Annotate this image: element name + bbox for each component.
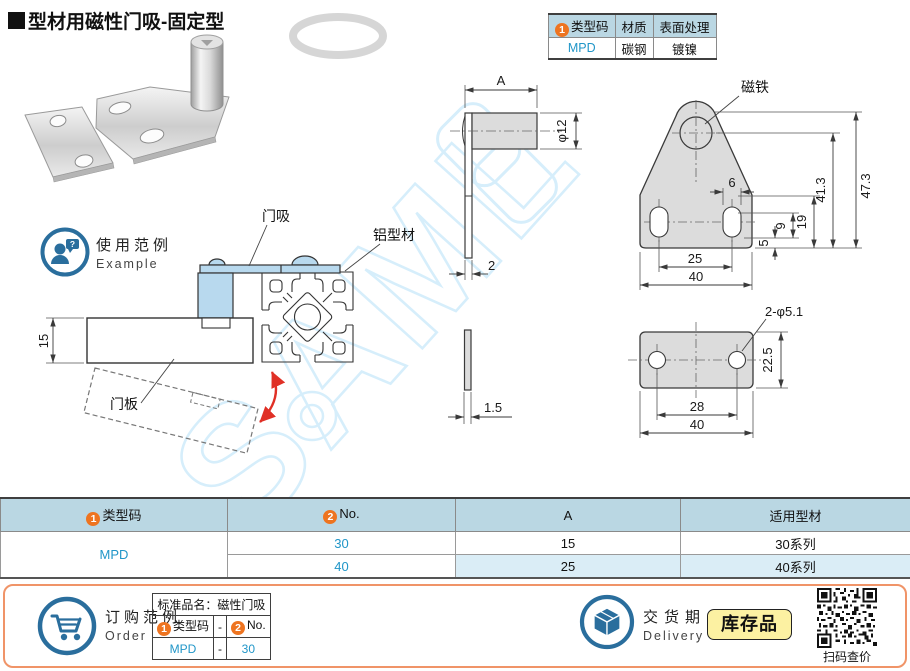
cell-no: 30 <box>227 531 456 555</box>
badge-1-icon: 1 <box>555 22 569 37</box>
example-label-en: Example <box>96 257 159 271</box>
spec-header-material: 材质 <box>614 13 654 38</box>
dim-28: 28 <box>690 399 704 414</box>
cell-type-code: MPD <box>0 531 228 579</box>
dim-25: 25 <box>688 251 702 266</box>
spec-header-surface: 表面处理 <box>652 13 717 38</box>
product-photo <box>24 34 230 183</box>
cell-profile: 30系列 <box>680 531 910 555</box>
order-cart-icon <box>36 595 98 662</box>
order-val-no: 30 <box>226 637 271 660</box>
counter-plate-drawing: 2-φ5.1 22.5 28 40 <box>628 304 803 438</box>
watermark-swirl <box>286 390 338 442</box>
qr-code <box>816 588 878 653</box>
label-door-catch: 门吸 <box>262 208 290 224</box>
table-row: MPD 30 15 30系列 <box>0 531 910 579</box>
order-dash: - <box>213 615 228 638</box>
title-square-marker <box>8 12 25 29</box>
delivery-label-cn: 交货期 <box>643 609 707 626</box>
dim-47-3: 47.3 <box>858 173 873 198</box>
thin-plate-side-view: 1.5 <box>448 329 512 424</box>
col-header-a: A <box>455 497 681 532</box>
stock-item-badge: 库存品 <box>707 609 792 640</box>
spec-value-surface: 镀镍 <box>652 37 717 60</box>
cell-no: 40 <box>227 554 456 579</box>
svg-text:?: ? <box>70 239 75 249</box>
delivery-label-en: Delivery <box>643 629 705 643</box>
catch-plate-on-door <box>201 317 231 329</box>
order-val-type: MPD <box>151 637 215 660</box>
dim-plate-1-5: 1.5 <box>484 400 502 415</box>
col-header-profile: 适用型材 <box>680 497 910 532</box>
order-label-en: Order <box>105 629 147 643</box>
usage-example-drawing: 门吸 铝型材 门板 15 <box>36 208 415 455</box>
dim-door-thickness: 15 <box>36 334 51 348</box>
dim-slot-width: 6 <box>728 175 735 190</box>
label-hole-callout: 2-φ5.1 <box>765 304 803 319</box>
order-dash: - <box>213 637 228 660</box>
dim-41-3: 41.3 <box>813 177 828 202</box>
door-catch-side-view <box>197 255 341 319</box>
dim-9: 9 <box>773 222 788 229</box>
spec-value-material: 碳钢 <box>614 37 654 60</box>
cell-a: 15 <box>455 531 681 555</box>
dim-plate-2: 2 <box>488 258 495 273</box>
qr-caption: 扫码查价 <box>822 650 871 664</box>
spec-value-type: MPD <box>548 37 616 60</box>
label-profile: 铝型材 <box>373 227 415 243</box>
example-label-cn: 使用范例 <box>96 237 173 254</box>
badge-1-icon: 1 <box>86 511 101 526</box>
dim-5: 5 <box>756 239 771 246</box>
front-view-drawing: 磁铁 6 41.3 47.3 19 9 <box>639 79 873 290</box>
dim-40-plate: 40 <box>690 417 704 432</box>
photo-magnet-cylinder <box>190 42 224 112</box>
badge-1-icon: 1 <box>157 622 171 636</box>
order-table-title: 标准品名：磁性门吸 <box>152 593 271 616</box>
cell-a: 25 <box>455 554 681 579</box>
dim-22-5: 22.5 <box>760 347 775 372</box>
badge-2-icon: 2 <box>231 621 246 635</box>
watermark-ellipse <box>289 13 387 59</box>
dim-40-front: 40 <box>689 269 703 284</box>
cell-profile: 40系列 <box>680 554 910 579</box>
table-row: 40 25 40系列 <box>1 554 910 579</box>
delivery-box-icon <box>578 593 636 656</box>
badge-2-icon: 2 <box>323 510 338 524</box>
dim-diameter-12: φ12 <box>554 120 569 143</box>
page-title-text: 型材用磁性门吸-固定型 <box>28 12 225 33</box>
dim-a: A <box>497 73 506 88</box>
swing-arrow <box>259 371 286 423</box>
page-title: 型材用磁性门吸-固定型 <box>8 7 224 34</box>
label-door-panel: 门板 <box>110 396 138 412</box>
side-view-drawing: A φ12 2 <box>449 73 582 280</box>
dim-19: 19 <box>794 215 809 229</box>
label-magnet: 磁铁 <box>741 79 769 95</box>
example-icon: ? <box>39 226 91 283</box>
